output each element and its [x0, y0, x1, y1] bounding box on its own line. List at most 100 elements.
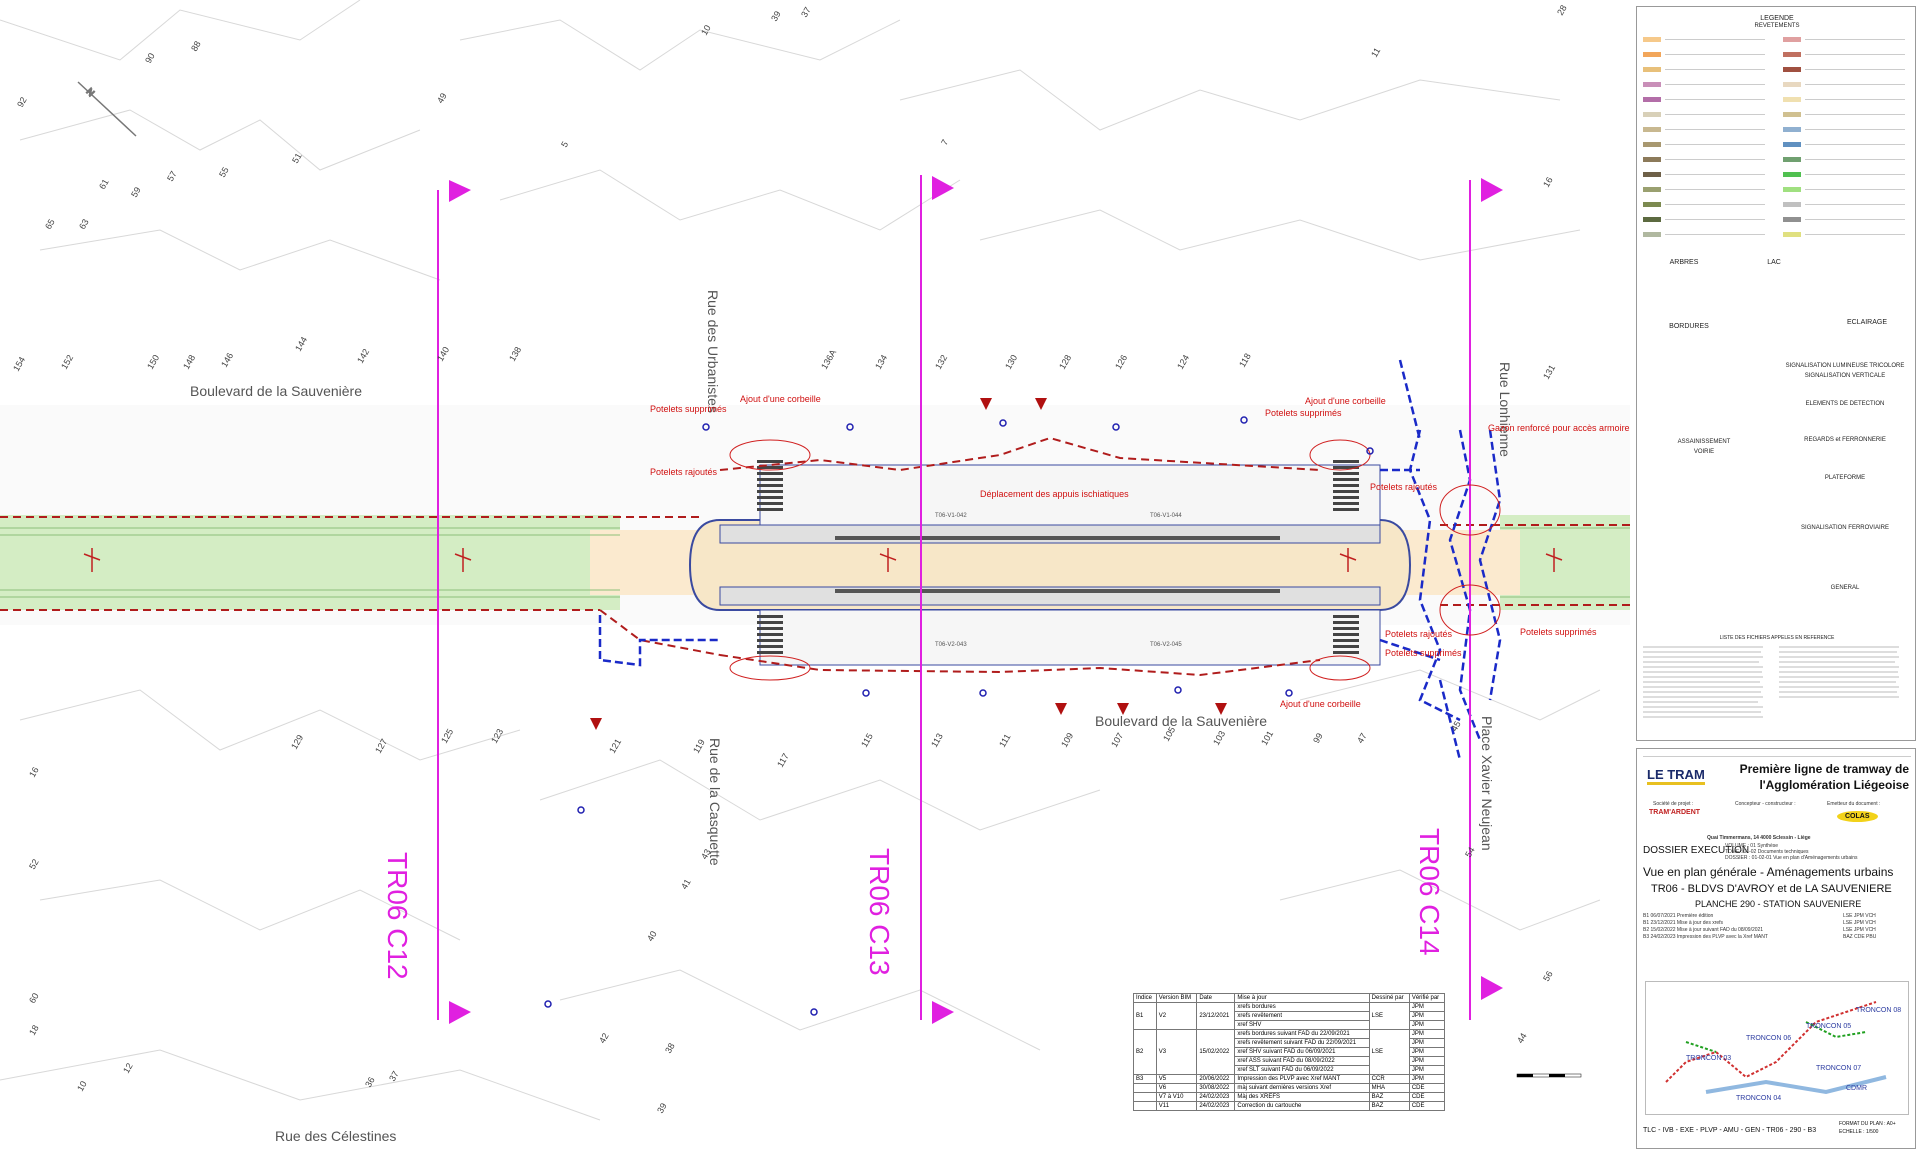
legend-swatch-caption-line — [1665, 84, 1765, 85]
legend-swatch — [1783, 112, 1801, 117]
legend-swatch — [1783, 67, 1801, 72]
house-number: 5 — [559, 140, 570, 149]
north-arrow: N — [77, 81, 137, 137]
legend-arbres: ARBRES — [1669, 259, 1699, 266]
legend-swatch — [1783, 172, 1801, 177]
house-number: 39 — [655, 1101, 669, 1115]
house-number: 16 — [1541, 175, 1555, 189]
revision-update: xref SHV suivant FAD du 06/09/2021 — [1234, 1047, 1370, 1057]
building-outlines — [0, 0, 1601, 1121]
revision-table-header: Indice Version BIM Date Mise à jour Dess… — [1133, 993, 1446, 1003]
revision-verifie: JPM — [1408, 1002, 1446, 1012]
revision-verifie: CDE — [1408, 1101, 1446, 1111]
house-number: 131 — [1541, 363, 1557, 381]
house-number: 59 — [129, 185, 143, 199]
troncon-label: TRONCON 05 — [1806, 1023, 1851, 1030]
troncon-label: TRONCON 06 — [1746, 1035, 1791, 1042]
track-crosses — [83, 548, 1563, 572]
revision-date: 23/12/2021 — [1196, 1002, 1236, 1030]
title-block-revision-signers: LSE JPM VCH — [1843, 920, 1876, 926]
societe-label: Société de projet : — [1653, 801, 1694, 807]
col-updates: Mise à jour — [1234, 993, 1370, 1003]
legend-reference-list — [1643, 646, 1899, 718]
house-number: 154 — [11, 355, 27, 373]
revision-version: V11 — [1155, 1101, 1198, 1111]
legend-panel: LEGENDE REVETEMENTS ARBRES LAC BORDURES … — [1636, 6, 1916, 741]
col-verifie: Vérifié par — [1408, 993, 1446, 1003]
section-label-c13: TR06 C13 — [864, 848, 895, 976]
street-lonhienne: Rue Lonhienne — [1497, 362, 1513, 457]
station-platform — [688, 464, 1412, 666]
legend-plateforme: PLATEFORME — [1824, 475, 1866, 481]
revision-update: xrefs bordures — [1234, 1002, 1370, 1012]
legend-swatch — [1783, 202, 1801, 207]
legend-swatch-caption-line — [1665, 204, 1765, 205]
house-number: 56 — [1541, 969, 1555, 983]
revision-clouds — [729, 439, 1501, 681]
vue-title: Vue en plan générale - Aménagements urba… — [1643, 865, 1894, 879]
revision-indice — [1133, 1092, 1157, 1102]
house-number: 142 — [355, 347, 371, 365]
legend-swatch-caption-line — [1805, 39, 1905, 40]
house-number: 118 — [1237, 352, 1253, 369]
revision-date: 20/06/2022 — [1196, 1074, 1236, 1084]
house-number: 152 — [59, 353, 75, 371]
revision-indice — [1133, 1083, 1157, 1093]
revision-verifie: JPM — [1408, 1056, 1446, 1066]
address: Quai Timmermans, 14 4000 Sclessin - Lièg… — [1707, 835, 1811, 841]
revision-verifie: JPM — [1408, 1029, 1446, 1039]
revision-update: Impression des PLVP avec Xref MANT — [1234, 1074, 1370, 1084]
section-arrows — [449, 176, 1503, 1024]
plan-echelle: ECHELLE : 1/500 — [1839, 1129, 1879, 1135]
col-version: Version BIM — [1155, 993, 1198, 1003]
house-number: 36 — [363, 1075, 377, 1089]
house-number: 148 — [181, 353, 197, 371]
legend-signal-tricolore: SIGNALISATION LUMINEUSE TRICOLORE — [1785, 363, 1905, 369]
revision-verifie: CDE — [1408, 1083, 1446, 1093]
house-number: 10 — [75, 1079, 89, 1093]
house-number: 107 — [1109, 731, 1125, 749]
legend-swatch-caption-line — [1665, 114, 1765, 115]
platform-code-v2-045: T06-V2-045 — [1150, 642, 1182, 648]
house-number: 11 — [1369, 46, 1382, 59]
legend-swatch — [1783, 187, 1801, 192]
curb-lines — [0, 436, 1630, 677]
annotation-corbeille-2: Ajout d'une corbeille — [1305, 396, 1386, 406]
planche-title: PLANCHE 290 - STATION SAUVENIERE — [1695, 899, 1862, 909]
house-number: 65 — [43, 217, 57, 231]
house-number: 144 — [293, 335, 309, 353]
house-number: 54 — [1463, 845, 1477, 859]
legend-swatch — [1643, 37, 1661, 42]
letram-logo: LE TRAM — [1647, 767, 1705, 785]
col-dessine: Dessiné par — [1368, 993, 1410, 1003]
house-number: 63 — [77, 217, 91, 231]
annotation-gazon: Gazon renforcé pour accès armoire — [1488, 423, 1630, 433]
house-number: 117 — [775, 752, 791, 769]
legend-swatch — [1643, 157, 1661, 162]
section-label-c14: TR06 C14 — [1414, 828, 1445, 956]
legend-swatch-caption-line — [1805, 144, 1905, 145]
revision-dessine: CCR — [1368, 1074, 1410, 1084]
revision-update: Màj des XREFS — [1234, 1092, 1370, 1102]
revision-update: xref SHV — [1234, 1020, 1370, 1030]
revision-indice: B3 — [1133, 1074, 1157, 1084]
house-number: 136A — [819, 348, 838, 371]
legend-swatch-caption-line — [1665, 174, 1765, 175]
revision-date: 24/02/2023 — [1196, 1092, 1236, 1102]
street-sauveniere-top: Boulevard de la Sauvenière — [190, 383, 362, 399]
annotation-potelets-supprimes-3: Potelets supprimés — [1520, 627, 1597, 637]
tome: TOME : 01-02 Documents techniques — [1725, 849, 1809, 855]
legend-swatch-caption-line — [1665, 69, 1765, 70]
legend-swatch — [1643, 127, 1661, 132]
legend-swatch — [1643, 202, 1661, 207]
red-markers — [590, 398, 1227, 730]
legend-swatch — [1783, 97, 1801, 102]
col-indice: Indice — [1133, 993, 1157, 1003]
revision-version: V5 — [1155, 1074, 1198, 1084]
house-number: 124 — [1175, 353, 1191, 371]
legend-swatch-caption-line — [1805, 234, 1905, 235]
